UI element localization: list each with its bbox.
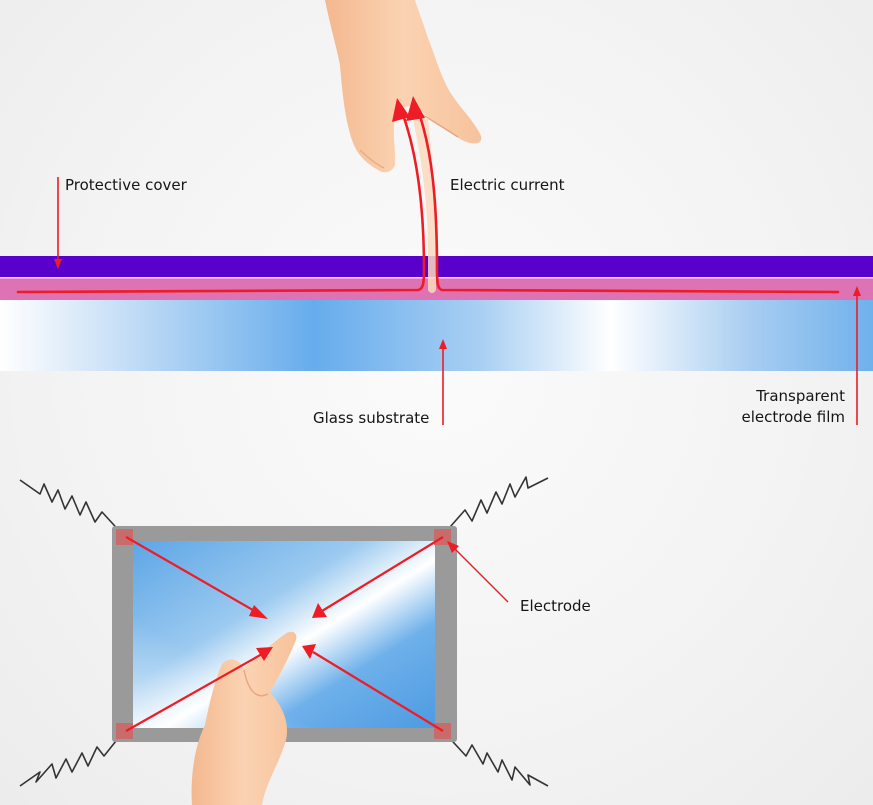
electric-current-path — [16, 96, 840, 294]
top-hand-icon — [325, 0, 482, 173]
protective-cover-label: Protective cover — [65, 176, 187, 194]
current-arrowhead-right — [406, 96, 425, 121]
bottom-hand-icon — [191, 631, 297, 805]
transparent-electrode-film-layer — [0, 278, 873, 300]
glass-substrate-layer — [0, 300, 873, 371]
transparent-electrode-film-label-line2: electrode film — [741, 408, 845, 426]
resistor-top-right-icon — [442, 476, 549, 536]
panel-current-arrows — [125, 536, 509, 732]
resistor-bottom-right-icon — [442, 730, 549, 787]
electrode-pad-top-left — [116, 529, 133, 545]
electrode-pad-bottom-left — [116, 723, 133, 739]
resistor-bottom-left-icon — [19, 730, 125, 787]
glass-substrate-label: Glass substrate — [313, 409, 430, 427]
transparent-electrode-film-label-line1: Transparent — [756, 387, 845, 405]
electric-current-label: Electric current — [450, 176, 565, 194]
label-pointers — [54, 177, 861, 425]
resistor-top-left-icon — [19, 479, 125, 537]
transparent-electrode-film-label: Transparent electrode film — [741, 386, 845, 428]
resistor-wires — [19, 476, 549, 787]
current-arrowhead-left — [392, 98, 410, 122]
electrode-label: Electrode — [520, 597, 591, 615]
